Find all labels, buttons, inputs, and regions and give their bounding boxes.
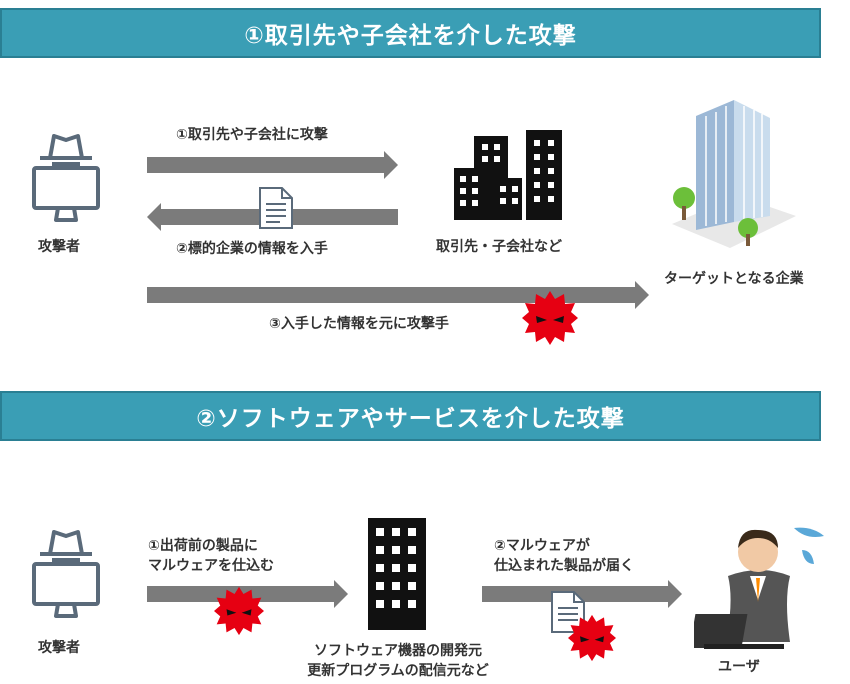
vendor-line2: 更新プログラムの配信元など <box>307 663 489 679</box>
section2-title-banner: ②ソフトウェアやサービスを介した攻撃 <box>0 391 821 441</box>
buildings-icon <box>454 130 562 220</box>
step1-label: ①取引先や子会社に攻撃 <box>176 127 328 143</box>
vendor-line1: ソフトウェア機器の開発元 <box>314 643 482 659</box>
s2-step1-line2: マルウェアを仕込む <box>148 558 274 574</box>
malware-icon <box>522 291 578 345</box>
vendor-label: ソフトウェア機器の開発元 更新プログラムの配信元など <box>280 641 516 681</box>
s2-step1-label: ①出荷前の製品に マルウェアを仕込む <box>148 536 274 576</box>
step2-label: ②標的企業の情報を入手 <box>176 241 328 257</box>
user-icon <box>694 527 824 649</box>
section1-title: ①取引先や子会社を介した攻撃 <box>244 23 577 49</box>
arrow-right-attack <box>147 281 649 309</box>
s2-step1-line1: ①出荷前の製品に <box>148 538 258 554</box>
target-label: ターゲットとなる企業 <box>664 271 804 287</box>
office-building-icon <box>672 100 796 248</box>
document-icon <box>551 591 585 633</box>
s2-step2-line1: ②マルウェアが <box>494 538 590 554</box>
hacker-icon <box>32 530 100 618</box>
user-label: ユーザ <box>718 659 760 675</box>
s2-step2-label: ②マルウェアが 仕込まれた製品が届く <box>494 536 634 576</box>
document-icon <box>259 187 293 229</box>
hacker-icon <box>32 134 100 222</box>
attacker-label-1: 攻撃者 <box>38 239 80 255</box>
section1-title-banner: ①取引先や子会社を介した攻撃 <box>0 8 821 58</box>
malware-icon <box>568 614 616 662</box>
s2-step2-line2: 仕込まれた製品が届く <box>494 558 634 574</box>
partner-label: 取引先・子会社など <box>436 239 562 255</box>
attacker-label-2: 攻撃者 <box>38 640 80 656</box>
arrow-right-1 <box>147 151 398 179</box>
step3-label: ③入手した情報を元に攻撃手 <box>269 316 449 332</box>
malware-icon <box>214 586 264 636</box>
vendor-building-icon <box>368 518 426 630</box>
section2-title: ②ソフトウェアやサービスを介した攻撃 <box>196 406 625 432</box>
